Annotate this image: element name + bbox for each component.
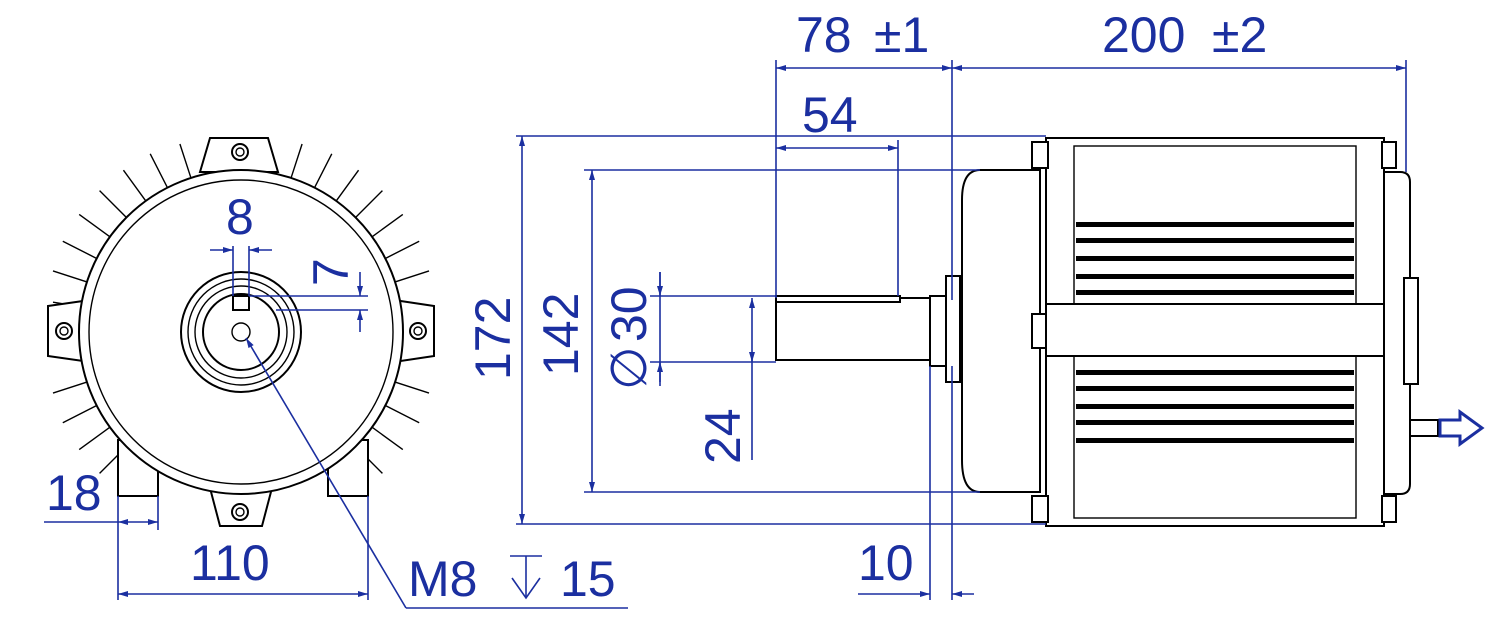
cooling-fin xyxy=(122,169,147,202)
cooling-slot xyxy=(1076,274,1354,279)
dim-200-tol: ±2 xyxy=(1212,7,1267,63)
cooling-fin xyxy=(52,270,88,283)
depth-symbol-icon xyxy=(510,555,542,600)
shaft xyxy=(775,297,931,361)
dim-7-text: 7 xyxy=(303,258,359,286)
shaft-end xyxy=(202,293,280,371)
cooling-fin xyxy=(149,153,169,188)
cooling-fin xyxy=(78,213,111,238)
cooling-fin xyxy=(371,426,404,451)
cooling-fin xyxy=(78,426,111,451)
cooling-fin xyxy=(394,381,430,394)
cooling-fin xyxy=(99,190,127,218)
dim-78-tol: ±1 xyxy=(874,7,929,63)
cooling-slot xyxy=(1076,438,1354,443)
lug-bolt-bottom xyxy=(231,503,249,521)
thread-depth-text: 15 xyxy=(560,551,616,607)
dim-54-text: 54 xyxy=(802,87,858,143)
cooling-slot xyxy=(1076,370,1354,375)
cooling-fin xyxy=(62,240,97,260)
cooling-fin xyxy=(290,143,303,179)
cooling-fin xyxy=(385,404,420,424)
cooling-slot xyxy=(1076,386,1354,391)
dim-110-text: 110 xyxy=(190,535,270,591)
cooling-fin xyxy=(394,270,430,283)
cable-outlet xyxy=(1409,419,1439,437)
dim-30-symbol: ∅ xyxy=(601,346,657,390)
thread-size-text: M8 xyxy=(408,551,477,607)
key-slot xyxy=(232,295,250,311)
dim-8-text: 8 xyxy=(226,189,254,245)
shaft-key xyxy=(775,295,901,303)
front-view xyxy=(47,137,435,527)
cooling-fin xyxy=(52,381,88,394)
cooling-slot xyxy=(1076,256,1354,261)
dim-24-text: 24 xyxy=(695,408,751,464)
lug-bolt-top xyxy=(231,143,249,161)
dim-10-text: 10 xyxy=(858,535,914,591)
cooling-slot xyxy=(1076,420,1354,425)
dim-30-text: 30 xyxy=(601,286,657,342)
dim-200-text: 200 xyxy=(1102,7,1185,63)
cooling-fin xyxy=(313,153,333,188)
lug-bolt-right xyxy=(409,322,427,340)
cooling-fin xyxy=(371,213,404,238)
cooling-fin xyxy=(335,169,360,202)
cooling-fin xyxy=(385,240,420,260)
cooling-slot xyxy=(1076,222,1354,227)
cooling-slot xyxy=(1076,290,1354,295)
cable-arrow-icon xyxy=(1438,409,1485,447)
dim-18-text: 18 xyxy=(46,465,102,521)
dim-172-text: 172 xyxy=(465,297,521,380)
lug-bolt-left xyxy=(55,322,73,340)
cooling-fin xyxy=(62,404,97,424)
dim-78-text: 78 xyxy=(796,7,852,63)
body-cooling-slots xyxy=(1076,222,1354,443)
side-view xyxy=(775,137,1485,527)
flange-ring xyxy=(180,271,302,393)
housing-inner xyxy=(88,179,394,485)
cooling-slot xyxy=(1076,404,1354,409)
housing-outer xyxy=(78,169,404,495)
cooling-fin xyxy=(355,190,383,218)
dimensions: 78 ±1 200 ±2 54 172 142 ∅ 30 24 10 xyxy=(44,7,1407,609)
cooling-slot xyxy=(1076,238,1354,243)
cooling-fin xyxy=(179,143,192,179)
dim-142-text: 142 xyxy=(533,293,589,376)
rear-end-cap xyxy=(1383,171,1411,495)
front-end-cap xyxy=(961,169,1041,493)
thread-leader xyxy=(245,337,407,609)
